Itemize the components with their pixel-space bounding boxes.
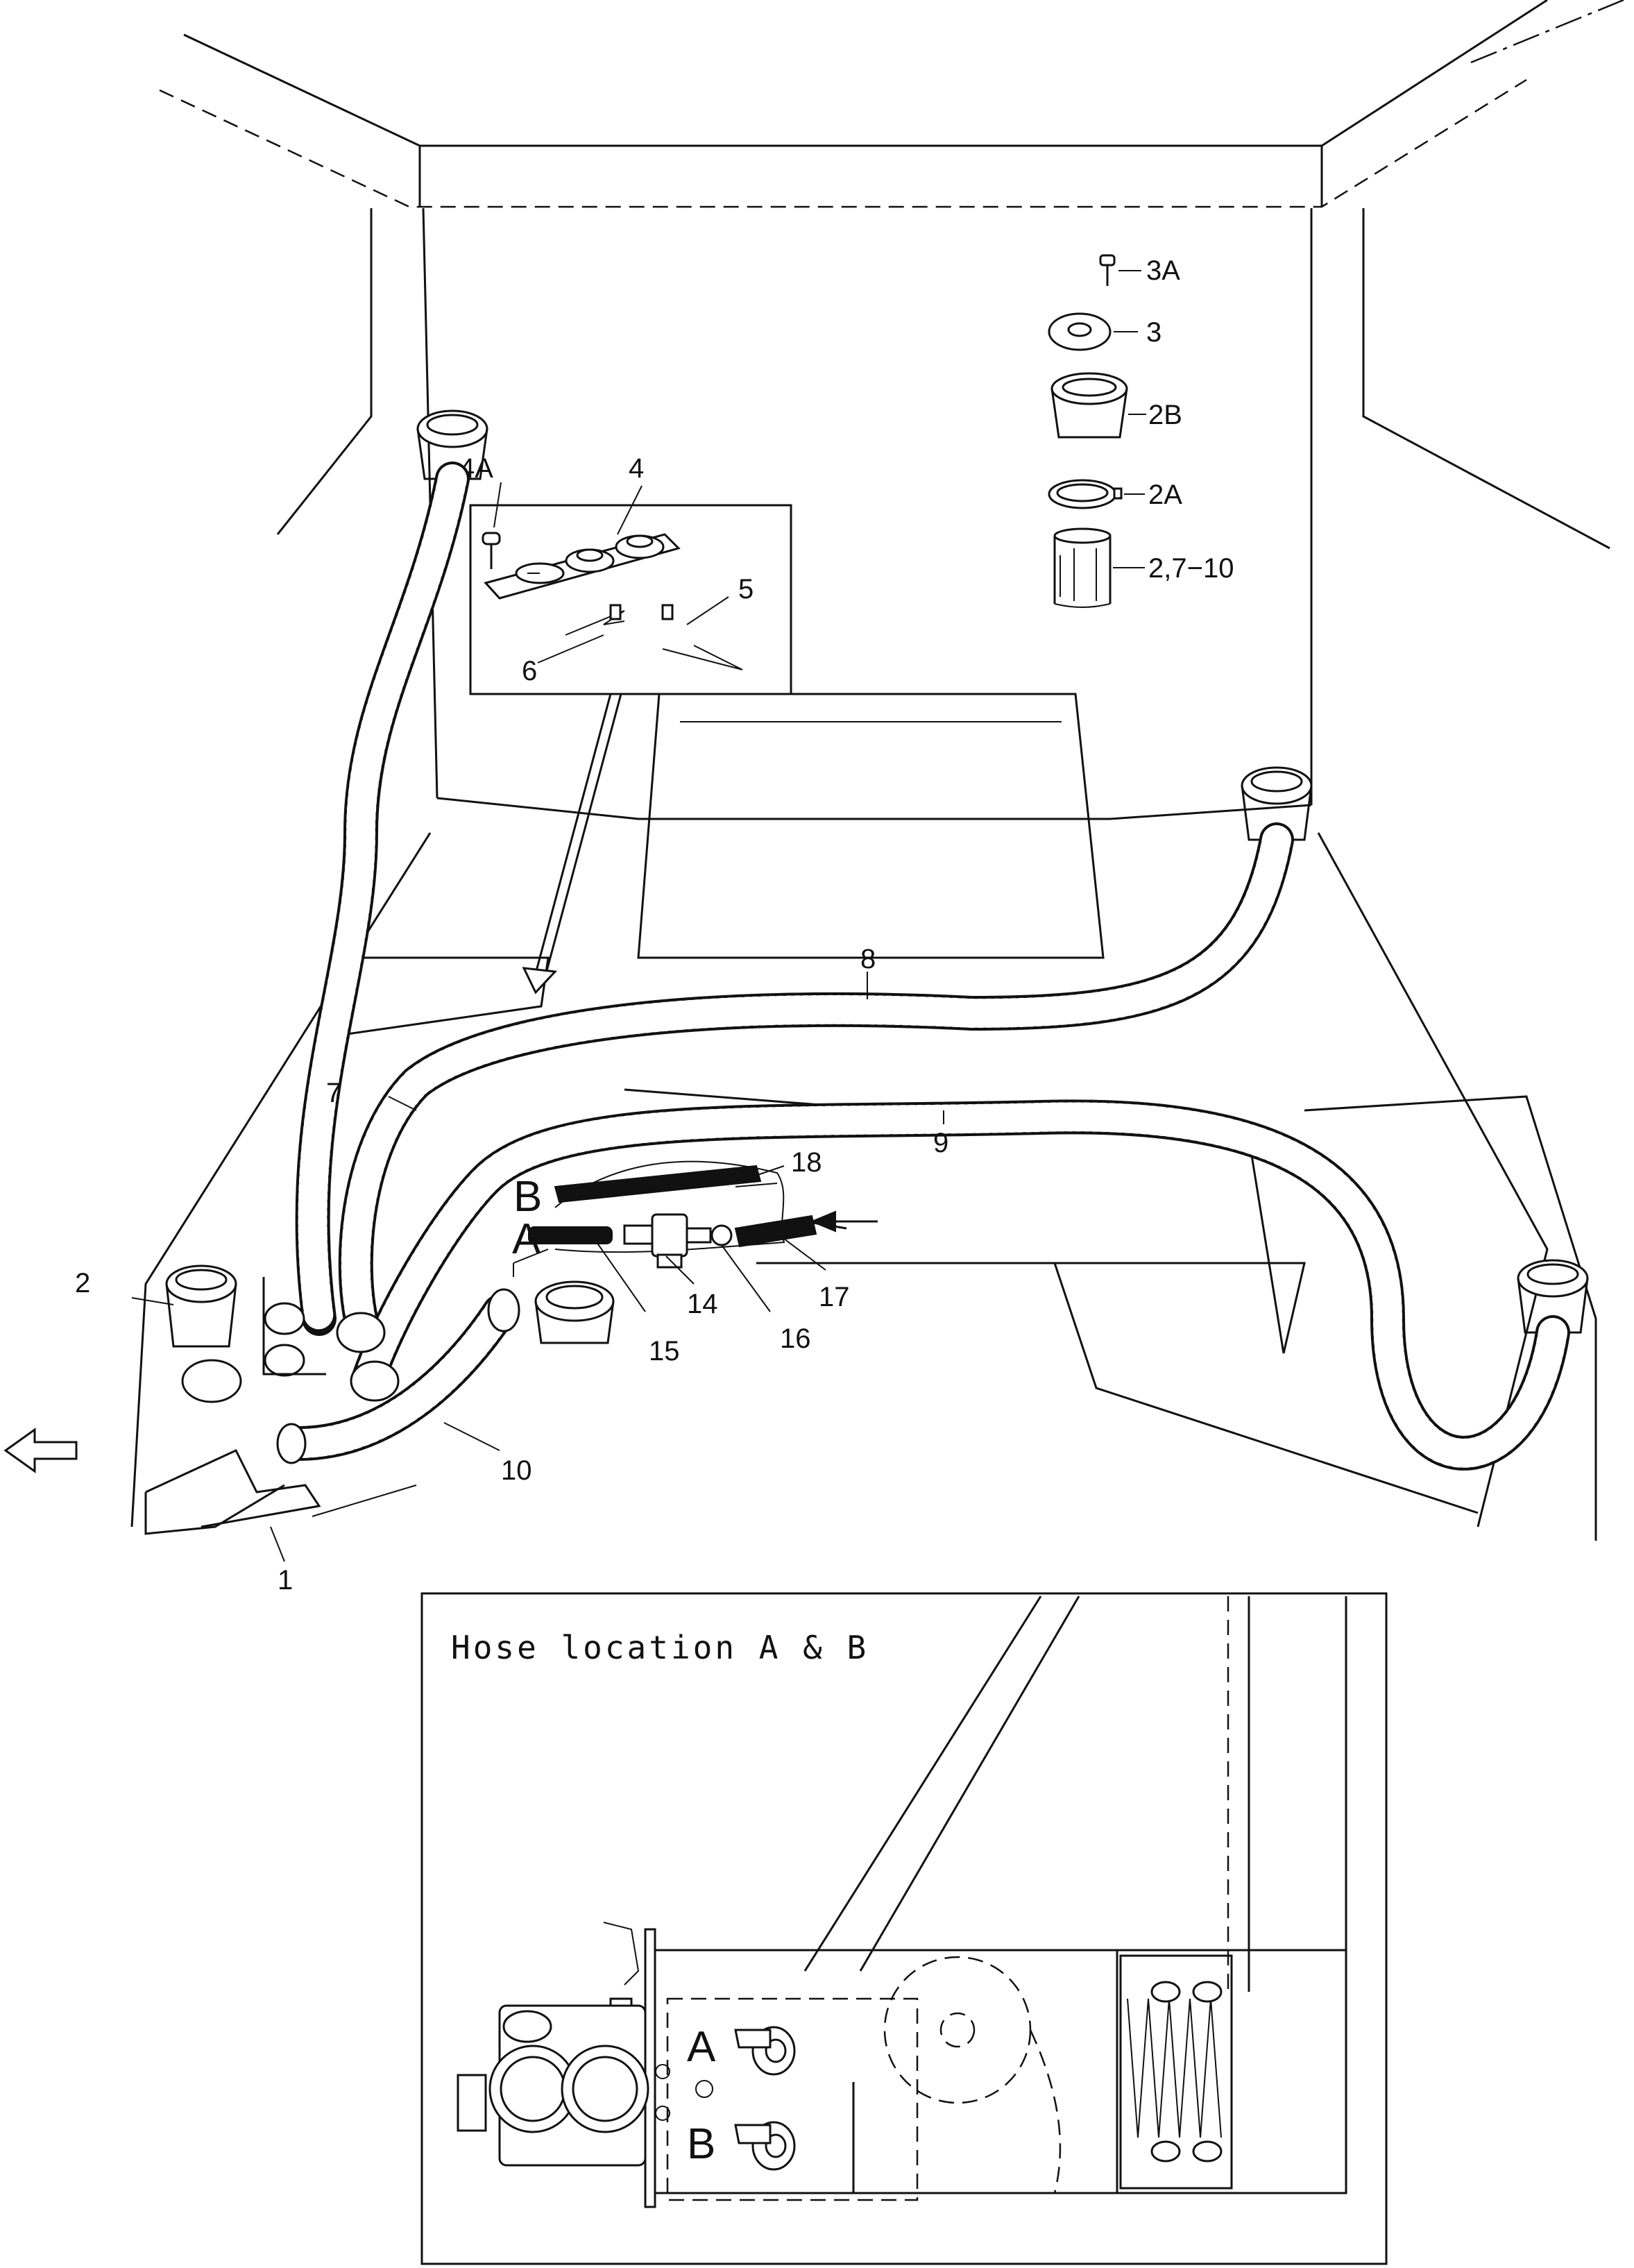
- callout-A: A: [512, 1215, 541, 1263]
- callout-6: 6: [522, 656, 537, 686]
- callout-2: 2: [75, 1268, 90, 1298]
- callout-9: 9: [933, 1128, 948, 1158]
- screw-4A: [482, 532, 501, 569]
- hose-8: [338, 822, 1294, 1336]
- callout-B: B: [513, 1173, 542, 1221]
- callout-8: 8: [860, 944, 876, 974]
- callout-1: 1: [278, 1565, 293, 1596]
- callout-14: 14: [687, 1289, 718, 1319]
- arrow-left-outline-icon: [3, 1428, 78, 1473]
- hose-10: [276, 1288, 520, 1464]
- hose-section: [1053, 527, 1145, 608]
- callout-18: 18: [791, 1147, 822, 1178]
- vent-right-rear: [1241, 766, 1313, 841]
- callout-10: 10: [501, 1455, 532, 1486]
- clamp-2A: [1048, 479, 1145, 509]
- callout-5: 5: [738, 574, 754, 604]
- inset-pointer: [522, 693, 622, 995]
- detail-caption: Hose location A & B: [451, 1629, 869, 1666]
- valve-assembly: [513, 1160, 878, 1277]
- exploded-parts: 3A 3 2B 2A 2,7: [1048, 254, 1234, 608]
- heater-core: [1119, 1954, 1233, 2190]
- callout-16: 16: [780, 1323, 811, 1354]
- callout-2A: 2A: [1148, 480, 1182, 510]
- bracket-5: [565, 596, 743, 670]
- detail-label-B: B: [687, 2120, 715, 2168]
- valve-leaders: [596, 1165, 826, 1312]
- hose-leaders: [131, 972, 944, 1562]
- callout-17: 17: [819, 1282, 850, 1312]
- heater-outlets: [262, 1277, 400, 1402]
- arrow-left-icon: [810, 1210, 878, 1233]
- detail-view: Hose location A & B: [420, 1592, 1388, 2265]
- callout-3A: 3A: [1146, 255, 1180, 286]
- screw-3A: [1099, 254, 1141, 286]
- port-B: [734, 2121, 796, 2171]
- detail-label-A: A: [687, 2023, 716, 2071]
- callout-2-7-10: 2,7−10: [1148, 553, 1234, 584]
- louver-2B: [1050, 372, 1146, 439]
- panel-inset: [469, 482, 792, 695]
- hose-7: [295, 462, 470, 1336]
- callout-3: 3: [1146, 317, 1161, 348]
- outlet-housing: [457, 2004, 649, 2167]
- callout-2B: 2B: [1148, 400, 1182, 430]
- vent-left-front: [165, 1264, 242, 1403]
- callout-7: 7: [326, 1078, 341, 1108]
- vent-left-rear: [416, 409, 488, 480]
- callout-15: 15: [649, 1336, 680, 1366]
- washer-3: [1048, 312, 1138, 351]
- hose-9: [350, 1099, 1570, 1471]
- vent-loose: [534, 1280, 615, 1344]
- callout-4: 4: [629, 453, 644, 484]
- port-A: [734, 2026, 796, 2076]
- vent-right-front: [1517, 1259, 1589, 1334]
